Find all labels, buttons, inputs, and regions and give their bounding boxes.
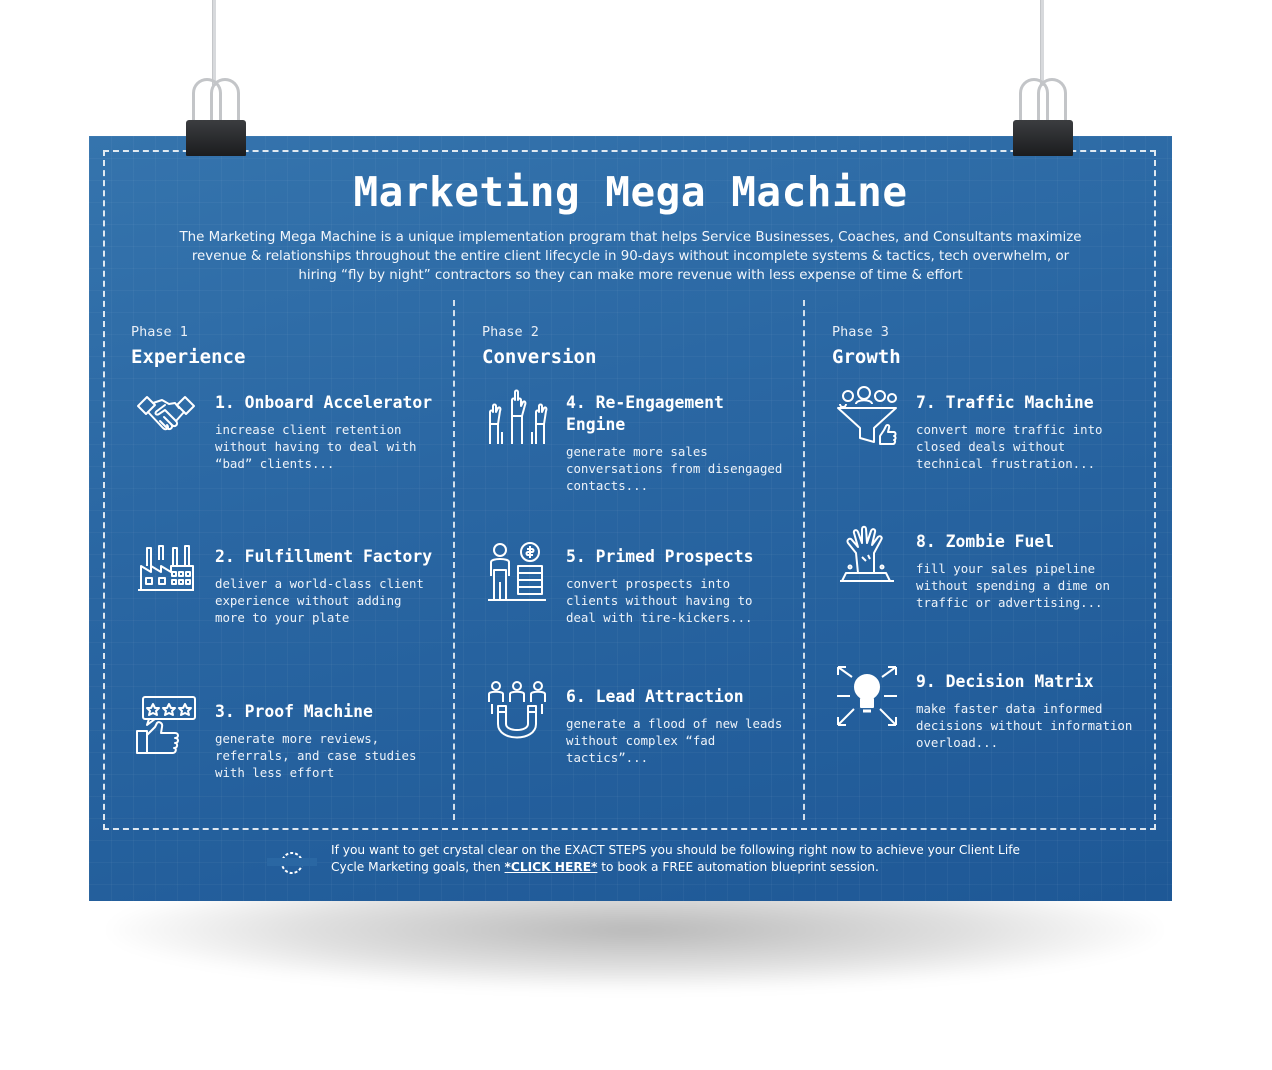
item-zombie-fuel: 8. Zombie Fuel fill your sales pipeline … xyxy=(836,525,1136,611)
item-heading: 5. Primed Prospects xyxy=(566,547,754,566)
item-description: generate more sales conversations from d… xyxy=(566,444,783,493)
item-heading: 2. Fulfillment Factory xyxy=(215,547,433,566)
funnel-icon xyxy=(836,386,898,448)
thumbs-up-review-icon xyxy=(135,695,197,757)
zombie-hand-icon xyxy=(836,525,898,587)
item-heading: 3. Proof Machine xyxy=(215,702,373,721)
poster: Marketing Mega Machine The Marketing Meg… xyxy=(89,136,1172,901)
raised-hands-icon xyxy=(486,386,548,448)
poster-title: Marketing Mega Machine xyxy=(353,168,908,216)
item-heading: 1. Onboard Accelerator xyxy=(215,393,433,412)
magnet-people-icon xyxy=(486,680,548,742)
phase-name: Conversion xyxy=(482,346,597,368)
item-description: make faster data informed decisions with… xyxy=(916,701,1133,750)
item-decision-matrix: 9. Decision Matrix make faster data info… xyxy=(836,666,1136,751)
system-810-logo xyxy=(267,848,317,878)
click-here-link[interactable]: *CLICK HERE* xyxy=(504,860,598,874)
item-re-engagement-engine: 4. Re-Engagement Engine generate more sa… xyxy=(486,389,786,494)
item-heading: 4. Re-Engagement Engine xyxy=(566,393,724,434)
item-heading: 8. Zombie Fuel xyxy=(916,532,1055,551)
item-traffic-machine: 7. Traffic Machine convert more traffic … xyxy=(836,386,1136,472)
person-coins-icon xyxy=(486,540,548,602)
phase-1-header: Phase 1 Experience xyxy=(131,324,461,368)
item-description: generate a flood of new leads without co… xyxy=(566,716,783,765)
phase-number: Phase 1 xyxy=(131,324,188,340)
handshake-icon xyxy=(135,386,197,448)
footer-text: If you want to get crystal clear on the … xyxy=(331,843,1021,874)
item-description: deliver a world-class client experience … xyxy=(215,576,424,625)
intro-text: The Marketing Mega Machine is a unique i… xyxy=(179,230,1082,283)
item-fulfillment-factory: 2. Fulfillment Factory deliver a world-c… xyxy=(135,545,435,626)
phase-number: Phase 2 xyxy=(482,324,539,340)
binder-clip-right xyxy=(1013,74,1073,156)
binder-clip-left xyxy=(186,74,246,156)
phase-2-header: Phase 2 Conversion xyxy=(482,324,812,368)
phase-name: Experience xyxy=(131,346,246,368)
lightbulb-arrows-icon xyxy=(836,665,898,727)
item-heading: 7. Traffic Machine xyxy=(916,393,1094,412)
item-primed-prospects: 5. Primed Prospects convert prospects in… xyxy=(486,542,786,626)
item-onboard-accelerator: 1. Onboard Accelerator increase client r… xyxy=(135,392,435,472)
dashed-frame xyxy=(103,150,1156,830)
hanging-wire-left xyxy=(212,0,216,86)
item-description: convert prospects into clients without h… xyxy=(566,576,753,625)
item-lead-attraction: 6. Lead Attraction generate a flood of n… xyxy=(486,681,786,766)
column-divider-1 xyxy=(453,300,455,820)
item-heading: 9. Decision Matrix xyxy=(916,672,1094,691)
factory-icon xyxy=(135,540,197,602)
item-description: generate more reviews, referrals, and ca… xyxy=(215,731,417,780)
phase-name: Growth xyxy=(832,346,901,368)
footer-text-end: to book a FREE automation blueprint sess… xyxy=(597,860,879,874)
item-description: increase client retention without having… xyxy=(215,422,417,471)
phase-3-header: Phase 3 Growth xyxy=(832,324,1162,368)
footer-cta: If you want to get crystal clear on the … xyxy=(331,842,1031,876)
column-divider-2 xyxy=(803,300,805,820)
item-heading: 6. Lead Attraction xyxy=(566,687,744,706)
hanging-wire-right xyxy=(1040,0,1044,86)
item-description: fill your sales pipeline without spendin… xyxy=(916,561,1110,610)
phase-number: Phase 3 xyxy=(832,324,889,340)
item-description: convert more traffic into closed deals w… xyxy=(916,422,1103,471)
item-proof-machine: 3. Proof Machine generate more reviews, … xyxy=(135,696,435,781)
